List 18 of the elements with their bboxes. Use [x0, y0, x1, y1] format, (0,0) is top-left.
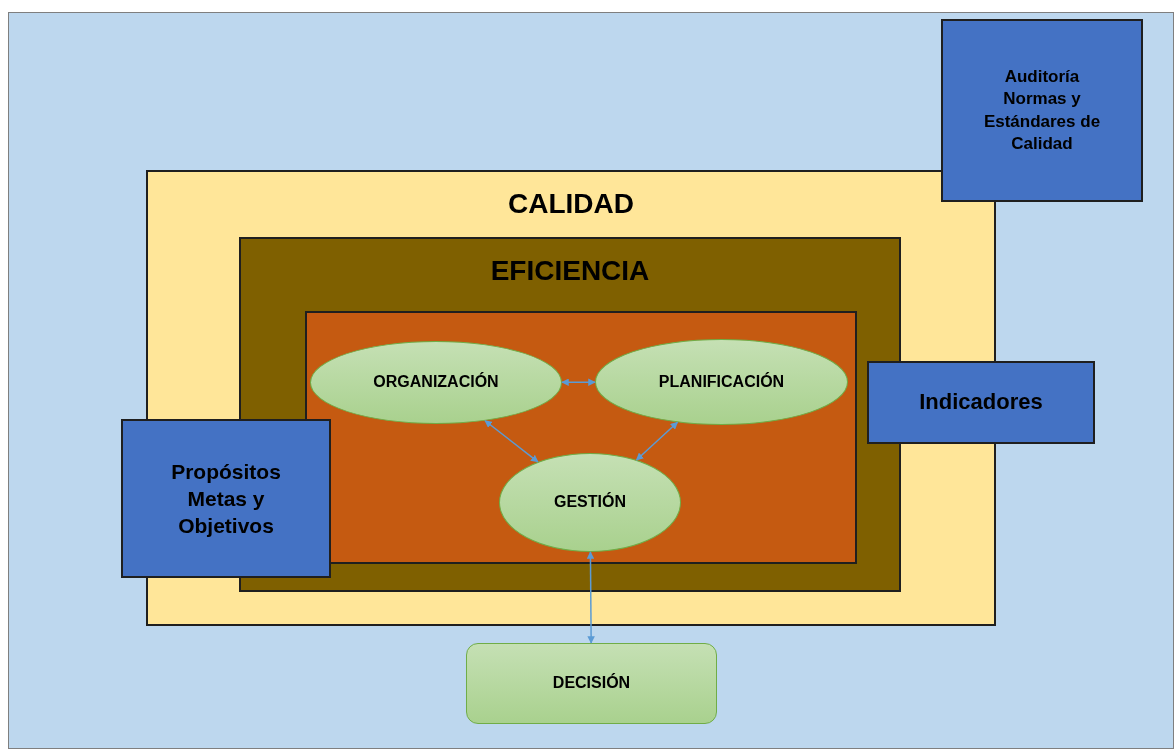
node-label: GESTIÓN: [554, 492, 626, 513]
node-label: Indicadores: [919, 388, 1043, 417]
label-box: [941, 19, 1143, 202]
node-label: CALIDAD: [508, 187, 634, 221]
node-label: Auditoría Normas y Estándares de Calidad: [982, 66, 1102, 155]
node-label: DECISIÓN: [552, 673, 631, 694]
node-label: PLANIFICACIÓN: [658, 371, 785, 392]
arrow: [635, 421, 679, 461]
node-label: ORGANIZACIÓN: [373, 372, 499, 393]
arrow: [586, 551, 595, 644]
arrow: [561, 378, 596, 386]
decision-box: [466, 643, 717, 724]
node-label: Propósitos Metas y Objetivos: [170, 458, 282, 540]
label-box: [121, 419, 331, 578]
arrow: [484, 420, 539, 463]
empty-box: [305, 311, 857, 564]
node-label: EFICIENCIA: [490, 254, 650, 288]
label-box: [867, 361, 1095, 444]
